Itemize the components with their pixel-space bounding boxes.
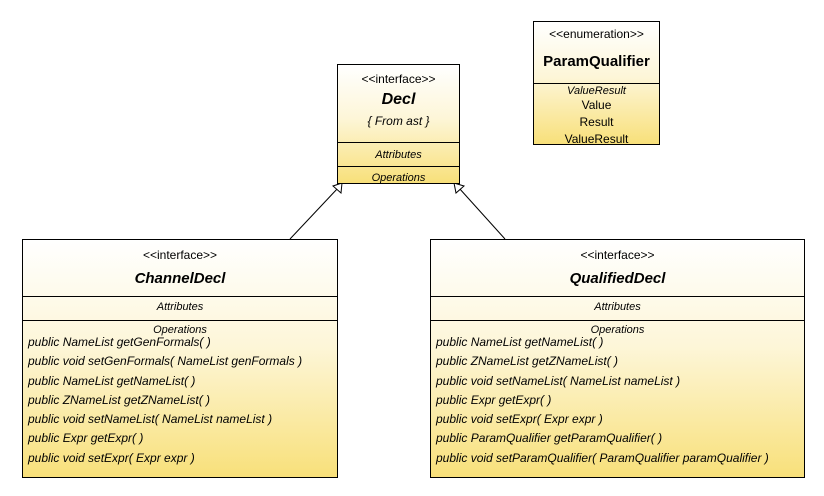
channeldecl-attributes-section: Attributes [23,297,337,321]
qualifieddecl-class-box[interactable]: <<interface>> QualifiedDecl Attributes O… [430,239,805,478]
channeldecl-attributes-label: Attributes [156,301,204,313]
operation-row: public NameList getGenFormals( ) [28,335,211,349]
enum-literal: Value [581,98,612,112]
qualifieddecl-header: <<interface>> QualifiedDecl [431,240,804,297]
operation-row: public void setNameList( NameList nameLi… [436,373,681,388]
qualifieddecl-attributes-section: Attributes [431,297,804,321]
paramqualifier-section-label: ValueResult [567,85,626,97]
channeldecl-class-box[interactable]: <<interface>> ChannelDecl Attributes Ope… [22,239,338,478]
qualifieddecl-stereotype: <<interface>> [580,248,655,262]
operation-row: public Expr getExpr( ) [436,392,552,407]
decl-header: <<interface>> Decl { From ast } [338,65,459,143]
channeldecl-extends-decl-arrowhead [332,182,343,195]
paramqualifier-stereotype: <<enumeration>> [549,27,644,41]
paramqualifier-name: ParamQualifier [543,53,650,70]
operation-row: public NameList getNameList( ) [436,335,604,349]
qualifieddecl-extends-decl-line [458,187,506,240]
qualifieddecl-operations-label: Operations [590,324,645,336]
channeldecl-header: <<interface>> ChannelDecl [23,240,337,297]
decl-note: { From ast } [367,114,430,128]
operation-row: public NameList getNameList( ) [28,373,196,388]
decl-name: Decl [381,91,416,108]
channeldecl-name: ChannelDecl [134,270,226,287]
channeldecl-operations-section: Operations public NameList getGenFormals… [23,321,337,468]
operation-row: public void setParamQualifier( ParamQual… [436,450,769,465]
enum-literal: ValueResult [564,132,629,146]
decl-stereotype: <<interface>> [361,72,436,86]
decl-attributes-label: Attributes [375,149,422,161]
qualifieddecl-operations-section: Operations public NameList getNameList( … [431,321,804,468]
channeldecl-operations-label: Operations [153,324,207,336]
operation-row: public Expr getExpr( ) [28,431,144,446]
decl-attributes-section: Attributes [338,143,459,167]
qualifieddecl-extends-decl-arrowhead [453,182,466,194]
operation-row: public ZNameList getZNameList( ) [436,354,619,369]
channeldecl-extends-decl-line [289,187,339,240]
operation-row: public void setGenFormals( NameList genF… [28,354,303,369]
operation-row: public void setExpr( Expr expr ) [436,412,603,427]
operation-row: public ZNameList getZNameList( ) [28,392,211,407]
qualifieddecl-name: QualifiedDecl [569,270,666,287]
paramqualifier-header: <<enumeration>> ParamQualifier [534,22,659,84]
enum-literal: Result [579,115,614,129]
decl-operations-label: Operations [371,172,426,184]
decl-operations-section: Operations [338,167,459,184]
operation-row: public void setNameList( NameList nameLi… [28,412,273,427]
channeldecl-stereotype: <<interface>> [142,248,218,262]
paramqualifier-enum-box[interactable]: <<enumeration>> ParamQualifier ValueResu… [533,21,660,148]
decl-class-box[interactable]: <<interface>> Decl { From ast } Attribut… [337,64,460,184]
paramqualifier-literals-section: ValueResult Value Result ValueResult [534,84,659,148]
qualifieddecl-attributes-label: Attributes [594,301,641,313]
operation-row: public ParamQualifier getParamQualifier(… [436,431,663,446]
operation-row: public void setExpr( Expr expr ) [28,450,195,465]
